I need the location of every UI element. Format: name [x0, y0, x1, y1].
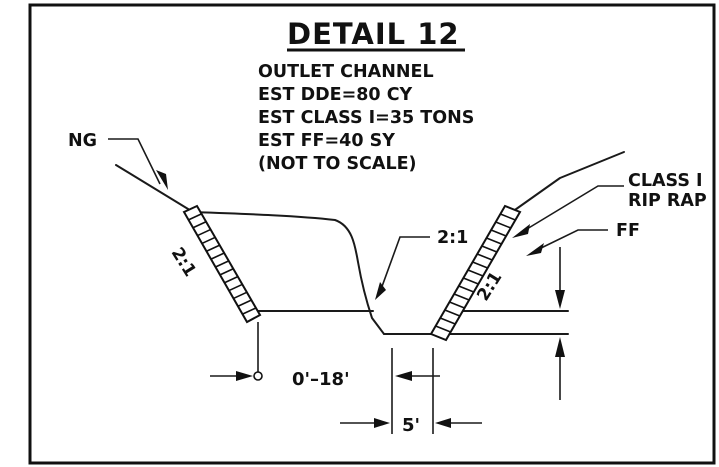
- note-est-class: EST CLASS I=35 TONS: [258, 108, 474, 128]
- ff-label: FF: [616, 221, 640, 241]
- class-label-line2: RIP RAP: [628, 191, 707, 211]
- riprap-hatch-line: [192, 220, 207, 229]
- riprap-hatch-line: [228, 283, 243, 292]
- dim-bottom-label: 5': [402, 415, 420, 436]
- note-not-to-scale: (NOT TO SCALE): [258, 154, 417, 174]
- class-label-line1: CLASS I: [628, 171, 703, 191]
- dim-lower-arrowhead-right: [435, 418, 451, 428]
- detail-title: DETAIL 12: [287, 17, 460, 51]
- dim-offset-arrowhead: [236, 371, 253, 381]
- ff-arrowhead: [526, 243, 544, 256]
- riprap-hatch-line: [215, 260, 229, 268]
- riprap-hatch-line: [449, 301, 465, 309]
- ng-arrowhead: [156, 170, 168, 190]
- riprap-hatch-line: [219, 268, 234, 276]
- riprap-hatch-line: [210, 252, 225, 260]
- left-riprap: [182, 204, 262, 324]
- dim-upper-arrowhead: [395, 371, 412, 381]
- dim-offset-label: 0'–18': [292, 369, 350, 390]
- riprap-hatch-line: [486, 237, 502, 245]
- note-est-dde: EST DDE=80 CY: [258, 85, 413, 105]
- ff-leader: [536, 229, 608, 251]
- riprap-hatch-line: [453, 293, 470, 301]
- riprap-hatch-line: [233, 291, 247, 300]
- riprap-hatch-line: [458, 285, 475, 293]
- riprap-hatch-line: [435, 325, 451, 333]
- riprap-hatch-line: [481, 245, 498, 253]
- riprap-hatch-line: [490, 229, 507, 237]
- riprap-hatch-line: [500, 213, 516, 221]
- riprap-hatch-line: [463, 277, 479, 285]
- center-leader: [379, 236, 430, 293]
- class-arrowhead: [512, 224, 530, 238]
- note-est-ff: EST FF=40 SY: [258, 131, 395, 151]
- natural-ground-line: [115, 164, 432, 335]
- riprap-hatch-line: [197, 228, 211, 237]
- riprap-hatch-line: [188, 213, 202, 221]
- dim-arrow-down: [555, 290, 565, 309]
- right-riprap: [429, 204, 522, 342]
- class-leader: [521, 185, 624, 233]
- riprap-hatch-line: [467, 269, 484, 277]
- riprap-hatch-line: [201, 236, 216, 245]
- riprap-hatch-line: [206, 244, 220, 253]
- riprap-hatch-line: [444, 309, 461, 317]
- dim-offset-point: [253, 371, 263, 381]
- dim-arrow-up: [555, 337, 565, 357]
- sheet-border: [28, 3, 716, 465]
- riprap-hatch-line: [439, 317, 456, 325]
- dim-lower-arrowhead-left: [374, 418, 390, 428]
- riprap-hatch-line: [476, 253, 493, 261]
- riprap-hatch-line: [237, 299, 252, 308]
- riprap-hatch-line: [472, 261, 488, 269]
- riprap-hatch-line: [242, 307, 256, 315]
- riprap-hatch-line: [495, 221, 512, 229]
- ng-leader: [108, 138, 161, 185]
- natural-ground-right: [511, 151, 625, 213]
- note-outlet-channel: OUTLET CHANNEL: [258, 62, 434, 82]
- slope-label-left: 2:1: [167, 244, 200, 280]
- slope-label-center: 2:1: [437, 228, 468, 248]
- riprap-hatch-line: [224, 275, 238, 284]
- center-arrowhead: [375, 282, 386, 300]
- ng-label: NG: [68, 131, 97, 151]
